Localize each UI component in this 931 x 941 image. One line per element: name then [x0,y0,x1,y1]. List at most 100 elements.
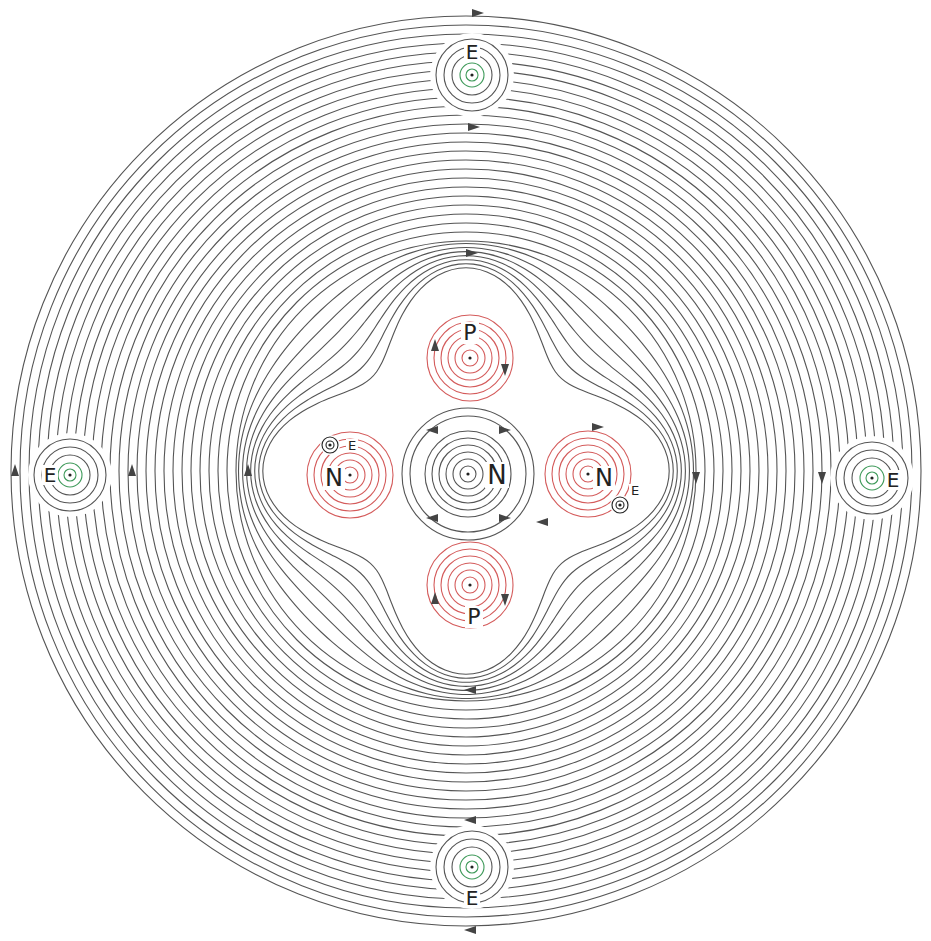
flow-ring [236,241,696,701]
vortex-centre [586,472,589,475]
particle-letter: E [346,439,358,452]
flow-ring [11,16,921,926]
vortex-node: E [346,439,358,452]
vortex-ground [424,312,516,404]
particle-letter: E [629,484,641,497]
particle-letter: E [464,42,481,62]
particle-letter: E [42,465,59,485]
vortex-centre [348,473,351,476]
vortex-ring [427,542,513,628]
flow-arrow [464,686,476,694]
vortex-ring [446,452,490,496]
vortex-node: E [42,465,59,485]
flow-ring [20,25,912,917]
vortex-ring [448,563,492,607]
flow-arrow [128,464,136,476]
vortex-node: N [323,466,345,490]
vortex-ring [559,445,617,503]
vortex-centre [68,473,71,476]
flow-ring [92,97,840,845]
particle-letter: E [885,470,902,490]
flow-ring [38,43,894,899]
vortex-ring [453,459,483,489]
vortex-ring [466,69,478,81]
vortex-ground [416,422,520,526]
vortex-ring [322,437,338,453]
flow-arrow [426,514,438,522]
flow-arrow [464,816,476,824]
flow-ring [101,106,831,836]
vortex-centre [618,503,621,506]
flow-ring [74,79,858,863]
flow-ring [227,232,705,710]
flow-ring [402,408,534,540]
vortex-ring [612,497,628,513]
vortex-ring [866,472,878,484]
vortex-centre [470,865,473,868]
flow-ring [155,160,777,782]
flow-ring [65,70,867,872]
vortex-ring [460,63,484,87]
vortex-ring [64,469,76,481]
vortex-ground [430,33,514,117]
flow-ring [173,178,759,764]
vortex-ground [320,435,340,455]
vortex-centre [870,476,873,479]
flow-arrow [426,426,438,434]
flow-arrow [431,592,439,604]
vortex-ring [434,322,506,394]
vortex-ring [58,463,82,487]
flow-arrow [818,472,826,484]
vortex-ground [304,429,396,521]
particle-letter: P [465,606,482,628]
vortex-node: P [465,606,482,628]
vortex-ground [830,436,914,520]
vortex-centre [328,443,331,446]
flow-arrow [501,594,509,606]
vortex-ring [460,855,484,879]
vortex-node: E [629,484,641,497]
vortex-ring [860,466,884,490]
vortex-ring [427,315,513,401]
flow-arrow [464,926,476,934]
flow-ring [200,205,732,737]
flow-arrow [499,514,511,522]
vortex-ring [836,442,908,514]
vortex-ring [436,39,508,111]
vortex-ring [616,501,624,509]
vortex-ring [462,350,478,366]
flow-arrow [536,518,548,526]
flow-ring [191,196,741,746]
vortex-node: E [464,42,481,62]
flow-arrow [244,464,252,476]
vortex-centre [468,583,471,586]
vortex-ground [542,428,634,520]
flow-line [243,248,690,695]
flow-ring [83,88,849,854]
vortex-node: N [593,466,615,490]
flow-arrow [468,123,480,131]
vortex-centre [468,356,471,359]
vortex-ground [430,825,514,909]
vortex-ring [326,441,334,449]
flow-line [263,268,669,674]
flow-ring [56,61,876,881]
flow-arrow [592,423,604,431]
flow-ring [209,214,723,728]
flow-ring [164,169,768,773]
flow-ring [119,124,813,818]
vortex-ring [462,577,478,593]
flow-arrow [11,464,19,476]
vortex-ring [425,431,511,517]
vortex-ring [452,847,492,887]
flow-arrow [692,472,700,484]
flow-line [259,264,674,678]
vortex-centre [470,73,473,76]
flow-ring [218,223,714,719]
particle-letter: P [461,322,478,344]
vortex-ring [307,432,393,518]
particle-letter: E [464,888,481,908]
vortex-ring [444,839,500,895]
vortex-ring [466,861,478,873]
